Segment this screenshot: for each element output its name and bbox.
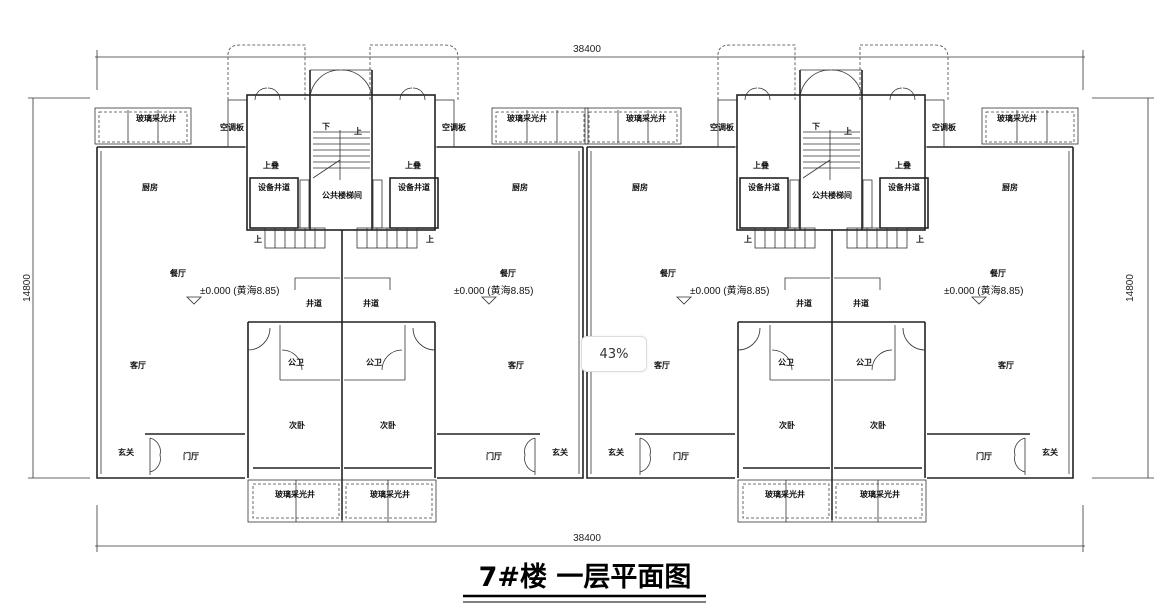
public-stair-label: 公共楼梯间 xyxy=(322,190,362,200)
ac-panel-label: 空调板 xyxy=(932,122,957,132)
dining-label: 餐厅 xyxy=(989,268,1006,278)
dimension-width-top: 38400 xyxy=(573,44,601,55)
level-mark: ±0.000 (黄海8.85) xyxy=(200,284,279,297)
dimension-top: 38400 xyxy=(95,44,1085,90)
stair-up-label: 上 xyxy=(916,234,924,244)
up-stack-label: 上叠 xyxy=(405,160,421,170)
up-stack-label: 上叠 xyxy=(753,160,769,170)
foyer-label: 玄关 xyxy=(1042,447,1058,457)
foyer-label: 玄关 xyxy=(552,447,568,457)
dimension-depth-left: 14800 xyxy=(22,274,33,302)
shaft-label: 井道 xyxy=(796,298,812,308)
dining-label: 餐厅 xyxy=(169,268,186,278)
stair-up-label: 上 xyxy=(426,234,434,244)
up-stack-label: 上叠 xyxy=(263,160,279,170)
level-mark: ±0.000 (黄海8.85) xyxy=(944,284,1023,297)
stair-down-label: 下 xyxy=(812,122,820,131)
stair-up-label: 上 xyxy=(744,234,752,244)
living-room-label: 客厅 xyxy=(129,360,146,370)
entry-steps xyxy=(264,227,418,249)
stair xyxy=(312,130,370,180)
level-mark: ±0.000 (黄海8.85) xyxy=(454,284,533,297)
public-stair-label: 公共楼梯间 xyxy=(812,190,852,200)
public-bath-label: 公卫 xyxy=(366,358,382,367)
stair-up-label: 上 xyxy=(844,126,852,136)
living-room-label: 客厅 xyxy=(507,360,524,370)
stair-down-label: 下 xyxy=(322,122,330,131)
second-bedroom-label: 次卧 xyxy=(870,420,886,430)
equipment-shaft-label: 设备井道 xyxy=(748,182,780,192)
drawing-title: 7#楼 一层平面图 xyxy=(479,562,692,593)
public-bath-label: 公卫 xyxy=(856,358,872,367)
shaft-label: 井道 xyxy=(306,298,322,308)
entrance-hall-label: 门厅 xyxy=(183,451,199,461)
entry-steps xyxy=(754,227,908,249)
stair-up-label: 上 xyxy=(354,126,362,136)
unit-pair-right: 玻璃采光井 玻璃采光井 空调板 空调板 下 上 厨房 厨房 上叠 上叠 设备井道… xyxy=(584,44,1079,523)
public-bath-label: 公卫 xyxy=(778,358,794,367)
second-bedroom-label: 次卧 xyxy=(289,420,305,430)
dimension-left: 14800 xyxy=(22,97,90,479)
kitchen-label: 厨房 xyxy=(512,182,528,192)
entrance-hall-label: 门厅 xyxy=(976,451,992,461)
skylight-top-label: 玻璃采光井 xyxy=(507,113,547,123)
entrance-hall-label: 门厅 xyxy=(486,451,502,461)
unit-pair-left: 玻璃采光井 玻璃采光井 空调板 空调板 下 上 厨房 厨房 上叠 上叠 设备井道… xyxy=(94,44,589,523)
shaft-label: 井道 xyxy=(853,298,869,308)
second-bedroom-label: 次卧 xyxy=(380,420,396,430)
foyer-label: 玄关 xyxy=(118,447,134,457)
ac-panel-label: 空调板 xyxy=(220,122,245,132)
living-room-label: 客厅 xyxy=(653,360,670,370)
living-room-label: 客厅 xyxy=(997,360,1014,370)
ac-panel-label: 空调板 xyxy=(442,122,467,132)
kitchen-label: 厨房 xyxy=(142,182,158,192)
entrance-hall-label: 门厅 xyxy=(673,451,689,461)
skylight-top-label: 玻璃采光井 xyxy=(997,113,1037,123)
foyer-label: 玄关 xyxy=(608,447,624,457)
public-bath-label: 公卫 xyxy=(288,358,304,367)
dining-label: 餐厅 xyxy=(499,268,516,278)
stair xyxy=(802,130,860,180)
dimension-bottom: 38400 xyxy=(95,505,1085,552)
equipment-shaft-label: 设备井道 xyxy=(888,182,920,192)
level-mark: ±0.000 (黄海8.85) xyxy=(690,284,769,297)
second-bedroom-label: 次卧 xyxy=(779,420,795,430)
kitchen-label: 厨房 xyxy=(632,182,648,192)
skylight-top-label: 玻璃采光井 xyxy=(136,113,176,123)
stair-up-label: 上 xyxy=(254,234,262,244)
zoom-level-indicator: 43% xyxy=(581,336,647,372)
skylight-bottom-label: 玻璃采光井 xyxy=(370,489,410,499)
dining-label: 餐厅 xyxy=(659,268,676,278)
dimension-depth-right: 14800 xyxy=(1125,274,1136,302)
skylight-top-label: 玻璃采光井 xyxy=(626,113,666,123)
dimension-right: 14800 xyxy=(1092,97,1154,479)
kitchen-label: 厨房 xyxy=(1002,182,1018,192)
skylight-bottom-label: 玻璃采光井 xyxy=(765,489,805,499)
dimension-width-bottom: 38400 xyxy=(573,533,601,544)
skylight-bottom-label: 玻璃采光井 xyxy=(275,489,315,499)
shaft-label: 井道 xyxy=(363,298,379,308)
skylight-bottom-label: 玻璃采光井 xyxy=(860,489,900,499)
equipment-shaft-label: 设备井道 xyxy=(398,182,430,192)
equipment-shaft-label: 设备井道 xyxy=(258,182,290,192)
up-stack-label: 上叠 xyxy=(895,160,911,170)
ac-panel-label: 空调板 xyxy=(710,122,735,132)
